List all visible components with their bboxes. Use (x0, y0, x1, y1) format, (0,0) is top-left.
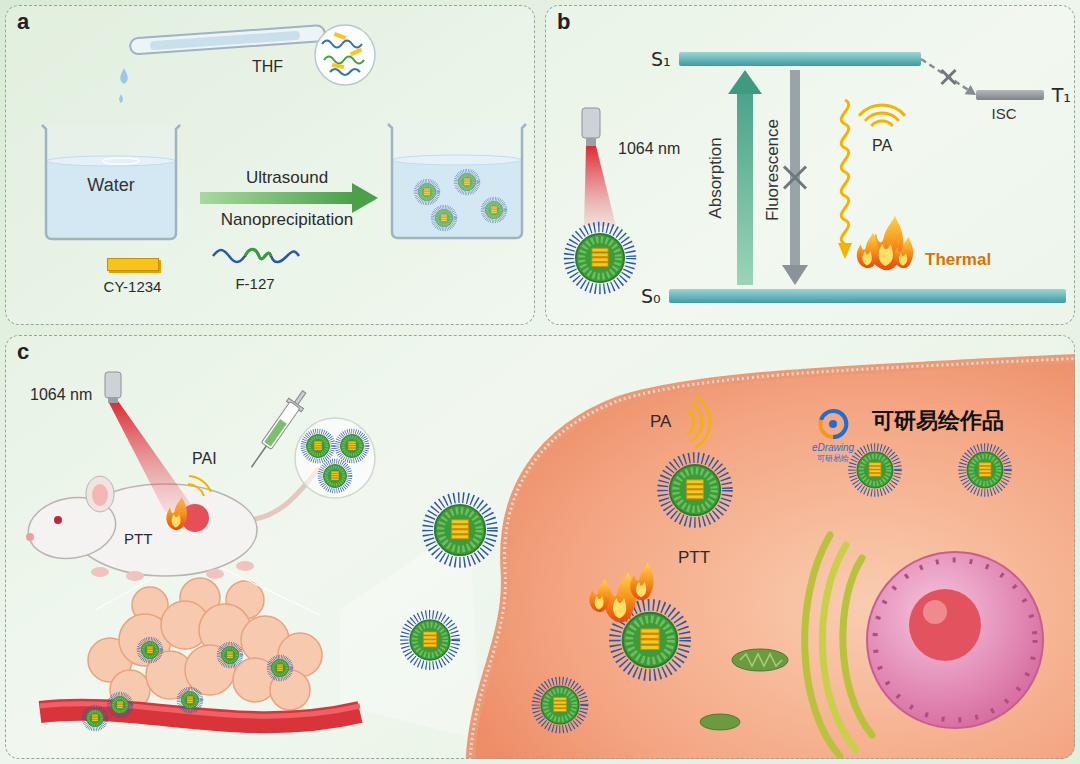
annotation: Nanoprecipitation (221, 210, 353, 230)
state-label: S₁ (651, 50, 671, 69)
annotation: Ultrasound (246, 168, 328, 188)
heat-flame (630, 562, 653, 600)
test-tube (130, 25, 326, 55)
annotation: 1064 nm (30, 386, 92, 404)
arrow-label: Fluorescence (763, 119, 783, 221)
nanoparticle (84, 707, 107, 730)
energy-band (976, 90, 1044, 100)
nanoparticle (179, 689, 202, 712)
nanoparticle (428, 498, 493, 563)
watermark-text: eDrawing (812, 442, 854, 454)
polymer-chain (213, 249, 299, 262)
beaker-label: Water (87, 175, 134, 196)
energy-level: S₁ (651, 48, 921, 70)
arrow-shaft (790, 70, 800, 265)
energy-band (669, 289, 1066, 303)
zoom-circle (315, 25, 375, 85)
watermark-text: 可研易绘作品 (872, 408, 1004, 433)
blocked-mark (942, 70, 956, 84)
nanoparticle (404, 614, 455, 665)
blocked-mark (784, 167, 806, 189)
annotation: THF (252, 58, 283, 76)
transition-arrow (782, 70, 808, 285)
nanoparticle (962, 447, 1008, 493)
state-label: S₀ (641, 287, 661, 306)
figure-panel: bS₁ T₁ S₀ (545, 5, 1075, 325)
endoplasmic-reticulum (805, 535, 872, 756)
blocked-mark (942, 70, 956, 84)
process-arrow (200, 183, 378, 213)
watermark-text: 可研易绘 (817, 454, 849, 463)
annotation: PTT (124, 530, 152, 547)
nanoparticle (663, 458, 728, 523)
nanoparticle (219, 644, 242, 667)
beaker: Water (36, 121, 186, 241)
energy-level: S₀ (641, 285, 1066, 307)
pa-wave (188, 476, 211, 496)
drop (120, 68, 128, 84)
annotation: PAI (192, 450, 217, 468)
legend-item: F-127 (205, 244, 305, 292)
blocked-mark (784, 167, 806, 189)
cell (470, 358, 1075, 759)
mitochondrion (700, 649, 788, 730)
transition-arrow (728, 70, 762, 285)
nanoparticle (852, 447, 898, 493)
legend-label: CY-1234 (104, 278, 162, 295)
legend-swatch (107, 258, 159, 271)
energy-band (679, 52, 921, 66)
annotation: Thermal (925, 250, 991, 270)
transition-arrow (921, 59, 976, 95)
panel-letter: b (557, 9, 570, 35)
nanoparticle (536, 681, 585, 730)
legend-sample (209, 244, 301, 268)
energy-level: T₁ (976, 84, 1071, 106)
laser (105, 372, 195, 512)
arrow-head (965, 85, 976, 95)
annotation: 1064 nm (618, 140, 680, 158)
arrow-shaft (921, 59, 968, 90)
panel-ground (5, 5, 535, 325)
heat-flame (857, 232, 879, 268)
panel-letter: c (17, 339, 29, 365)
pa-wave (687, 396, 710, 448)
arrow-label: Absorption (706, 137, 726, 218)
drop (119, 94, 123, 103)
nucleus (867, 552, 1043, 728)
annotation: PTT (678, 548, 710, 568)
state-label: T₁ (1052, 86, 1071, 105)
wave-head (838, 243, 852, 259)
beaker (388, 124, 526, 238)
nanoparticle (269, 657, 292, 680)
beaker-glass (42, 125, 180, 239)
nanoparticle (139, 639, 162, 662)
annotation: PA (872, 137, 892, 155)
zoom-bubble (295, 418, 375, 498)
arrow-head (728, 70, 762, 94)
polymer-block (245, 249, 271, 259)
arrow-head (782, 265, 808, 285)
panel-ground (545, 5, 1075, 325)
arrow-label: ISC (991, 105, 1016, 122)
heat-flame (894, 237, 913, 269)
nanoparticle (109, 694, 132, 717)
nanoparticle (569, 227, 631, 289)
annotation: PA (650, 412, 671, 432)
tumor (88, 578, 322, 710)
panel-letter: a (17, 9, 29, 35)
legend-item: CY-1234 (95, 250, 170, 295)
laser (582, 108, 616, 226)
legend-label: F-127 (235, 275, 274, 292)
figure-panel: c (5, 335, 1075, 759)
heat-flame (589, 578, 610, 612)
logo (820, 411, 846, 437)
arrow-shaft (737, 94, 753, 285)
